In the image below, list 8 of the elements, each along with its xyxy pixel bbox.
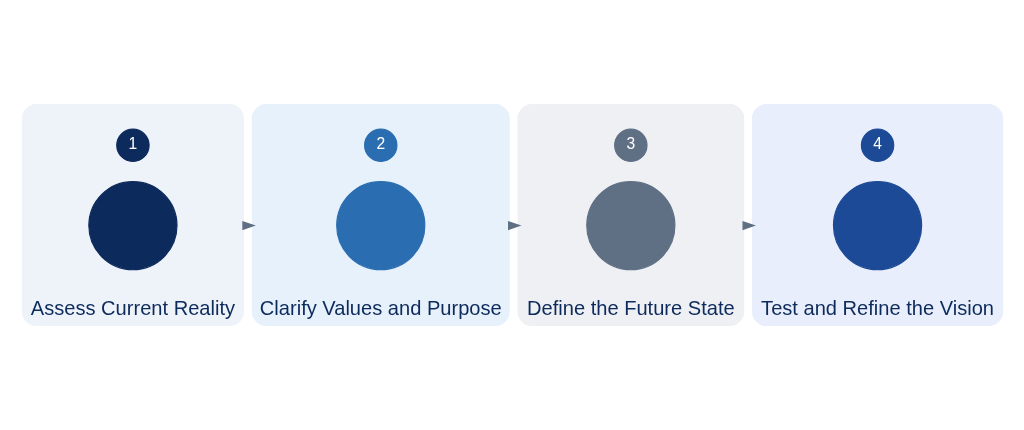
node-circle: [585, 180, 675, 271]
node-circle: 1: [115, 128, 150, 162]
node-circle: [87, 180, 178, 271]
node-circle: 2: [363, 128, 397, 162]
node-circle: [335, 180, 425, 271]
node-circle: [832, 180, 922, 271]
node-circle: 4: [860, 128, 894, 162]
node-circle: 3: [613, 128, 648, 162]
